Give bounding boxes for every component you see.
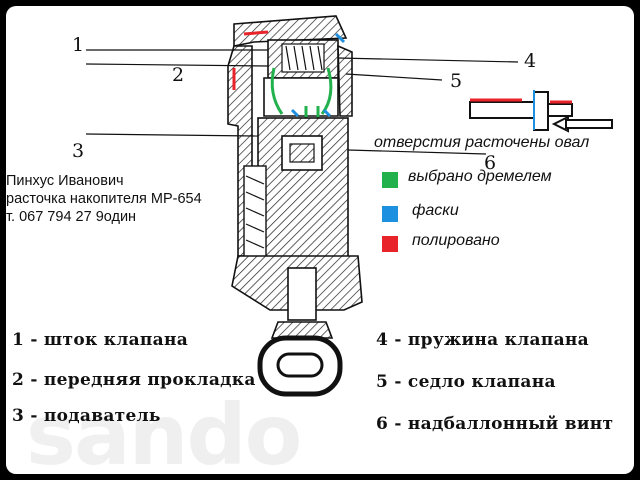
caption-4: 4 - пружина клапана bbox=[376, 330, 589, 350]
leader-6 bbox=[347, 149, 487, 155]
caption-6: 6 - надбаллонный винт bbox=[376, 414, 614, 434]
author-name: Пинхус Иванович bbox=[6, 173, 124, 189]
adjust-knob bbox=[270, 321, 334, 339]
watermark-logo: sando bbox=[26, 386, 302, 474]
callout-2: 2 bbox=[172, 64, 185, 86]
body-right-wall bbox=[337, 44, 353, 117]
callout-6: 6 bbox=[484, 152, 497, 174]
dremel-channel-left bbox=[270, 67, 284, 115]
legend-label-chamfer: фаски bbox=[412, 202, 459, 219]
diagram-canvas: 1 2 3 4 5 6 отверстия расточены овал Пин… bbox=[6, 6, 634, 474]
legend-swatch-green bbox=[382, 172, 398, 188]
legend-swatch-red bbox=[382, 236, 398, 252]
callout-5: 5 bbox=[450, 70, 463, 92]
caption-5: 5 - седло клапана bbox=[376, 372, 556, 392]
leader-4 bbox=[337, 57, 519, 63]
polished-mark-top bbox=[243, 30, 269, 36]
oval-bores-annotation: отверстия расточены овал bbox=[374, 134, 590, 151]
valve-drawing bbox=[85, 15, 613, 397]
chamfer-mark-right bbox=[322, 108, 332, 118]
author-service: расточка накопителя МР-654 bbox=[6, 191, 202, 207]
legend-label-dremel: выбрано дремелем bbox=[408, 168, 552, 185]
author-phone: т. 067 794 27 9один bbox=[6, 209, 137, 225]
leader-2 bbox=[85, 63, 269, 67]
caption-2: 2 - передняя прокладка bbox=[12, 370, 256, 390]
author-note: Пинхус Иванович расточка накопителя МР-6… bbox=[6, 172, 202, 226]
callout-1: 1 bbox=[72, 34, 85, 56]
chamfer-mark-left bbox=[290, 108, 300, 118]
stem-rod bbox=[287, 267, 317, 321]
seat-inset-sketch bbox=[469, 90, 613, 133]
caption-3: 3 - подаватель bbox=[12, 406, 161, 426]
legend-label-polished: полировано bbox=[412, 232, 500, 249]
leader-5 bbox=[345, 73, 443, 81]
callout-3: 3 bbox=[72, 140, 85, 162]
chamfer-mark-top bbox=[334, 32, 346, 44]
callout-4: 4 bbox=[524, 50, 537, 72]
caption-1: 1 - шток клапана bbox=[12, 330, 189, 350]
legend-swatch-blue bbox=[382, 206, 398, 222]
leader-3 bbox=[85, 133, 259, 137]
